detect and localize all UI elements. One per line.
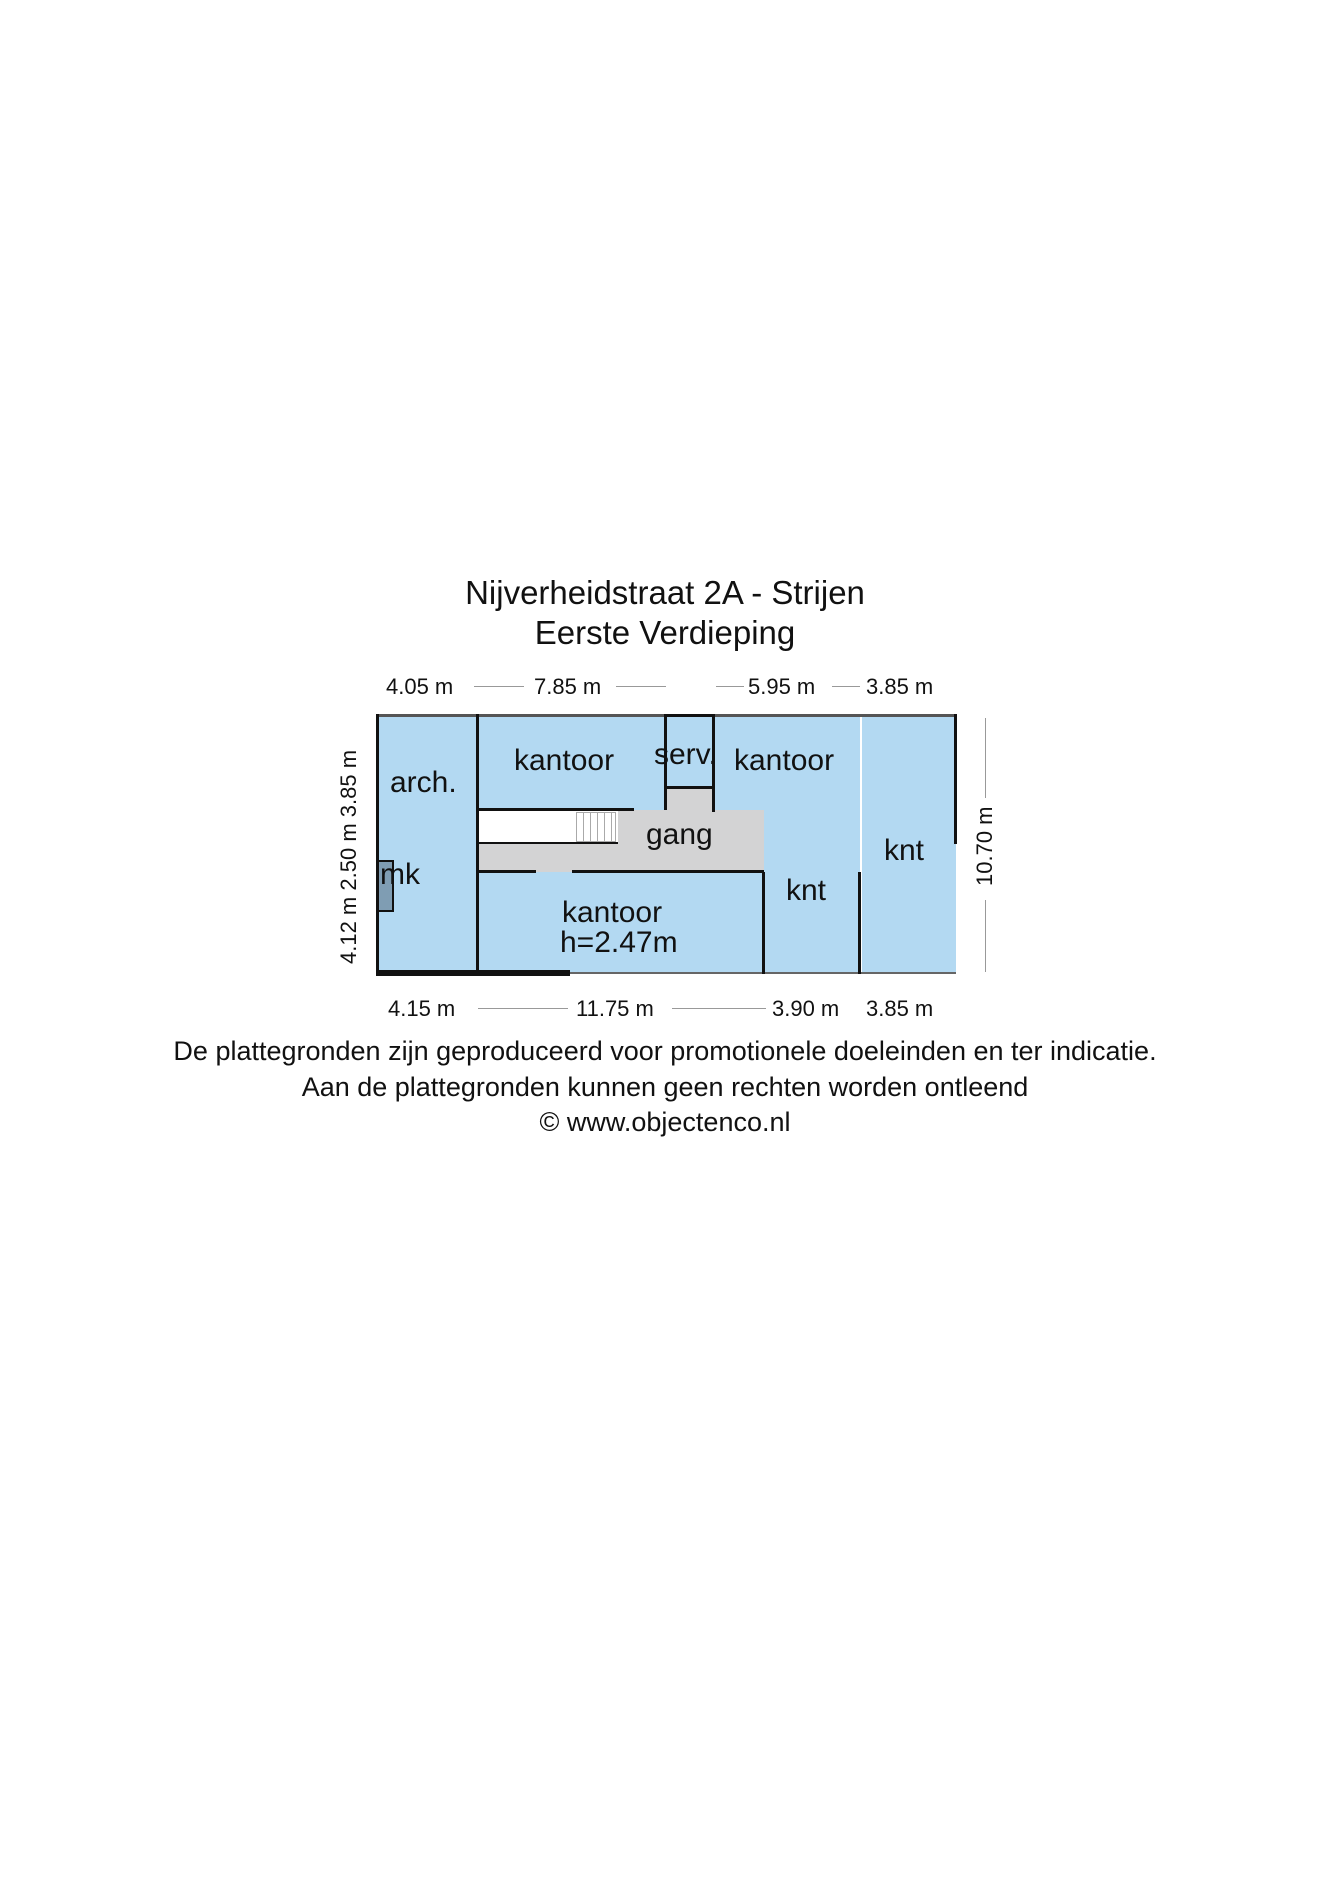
- wall: [858, 872, 861, 974]
- dim-line: [985, 900, 986, 972]
- label-corridor: gang: [646, 818, 713, 851]
- dim-bottom-2: 11.75 m: [576, 996, 654, 1021]
- label-meter-cupboard: mk: [380, 858, 420, 891]
- corridor-nook: [666, 788, 714, 812]
- floor-subtitle: Eerste Verdieping: [534, 614, 796, 651]
- wall: [664, 714, 667, 810]
- stairs-icon: [576, 812, 616, 842]
- dim-line: [985, 718, 986, 798]
- dim-top-3: 5.95 m: [748, 674, 816, 699]
- dim-left-2: 2.50 m: [336, 823, 361, 891]
- label-server: serv.: [654, 738, 717, 771]
- wall: [954, 714, 957, 844]
- label-canteen-middle: knt: [786, 874, 827, 907]
- dim-left-3: 3.85 m: [336, 749, 361, 818]
- label-office-right: kantoor: [734, 744, 835, 777]
- room-canteen-middle: [764, 810, 860, 974]
- wall: [478, 842, 618, 844]
- room-server: [666, 714, 714, 788]
- wall: [572, 870, 764, 873]
- dim-top-1: 4.05 m: [386, 674, 454, 699]
- wall: [476, 714, 479, 974]
- floor-plan: arch. mk kantoor serv. kantoor gang kant…: [376, 714, 957, 976]
- disclaimer-line-1: De plattegronden zijn geproduceerd voor …: [173, 1036, 1157, 1066]
- dim-line: [474, 686, 524, 687]
- wall: [666, 786, 714, 789]
- dim-top-2: 7.85 m: [534, 674, 602, 699]
- room-office-top: [478, 714, 666, 810]
- wall: [478, 808, 634, 811]
- wall: [762, 872, 765, 974]
- dim-top-4: 3.85 m: [866, 674, 934, 699]
- wall: [376, 714, 379, 976]
- plan-title: Nijverheidstraat 2A - Strijen: [465, 574, 865, 611]
- label-archive: arch.: [390, 766, 457, 799]
- dim-line: [672, 1008, 766, 1009]
- dim-line: [616, 686, 666, 687]
- disclaimer-line-2: Aan de plattegronden kunnen geen rechten…: [301, 1072, 1029, 1102]
- label-office-bottom: kantoor: [562, 896, 663, 929]
- dim-line: [832, 686, 860, 687]
- label-ceiling-height: h=2.47m: [560, 926, 678, 959]
- room-archive: [376, 714, 478, 974]
- wall: [666, 714, 714, 717]
- room-office-right: [714, 714, 860, 810]
- dim-left-1: 4.12 m: [336, 896, 361, 964]
- dim-bottom-4: 3.85 m: [866, 996, 934, 1021]
- dim-bottom-1: 4.15 m: [388, 996, 456, 1021]
- dim-line: [478, 1008, 568, 1009]
- wall: [478, 870, 536, 873]
- dim-left: 4.12 m 2.50 m 3.85 m: [336, 750, 362, 964]
- label-canteen-right: knt: [884, 834, 925, 867]
- wall: [376, 970, 570, 976]
- label-office-top: kantoor: [514, 744, 615, 777]
- wall: [712, 714, 715, 812]
- room-office-bottom: [478, 872, 764, 974]
- copyright: © www.objectenco.nl: [539, 1107, 791, 1137]
- dim-right: 10.70 m: [972, 806, 997, 887]
- dim-line: [716, 686, 744, 687]
- room-canteen-right: [862, 714, 956, 974]
- dim-bottom-3: 3.90 m: [772, 996, 840, 1021]
